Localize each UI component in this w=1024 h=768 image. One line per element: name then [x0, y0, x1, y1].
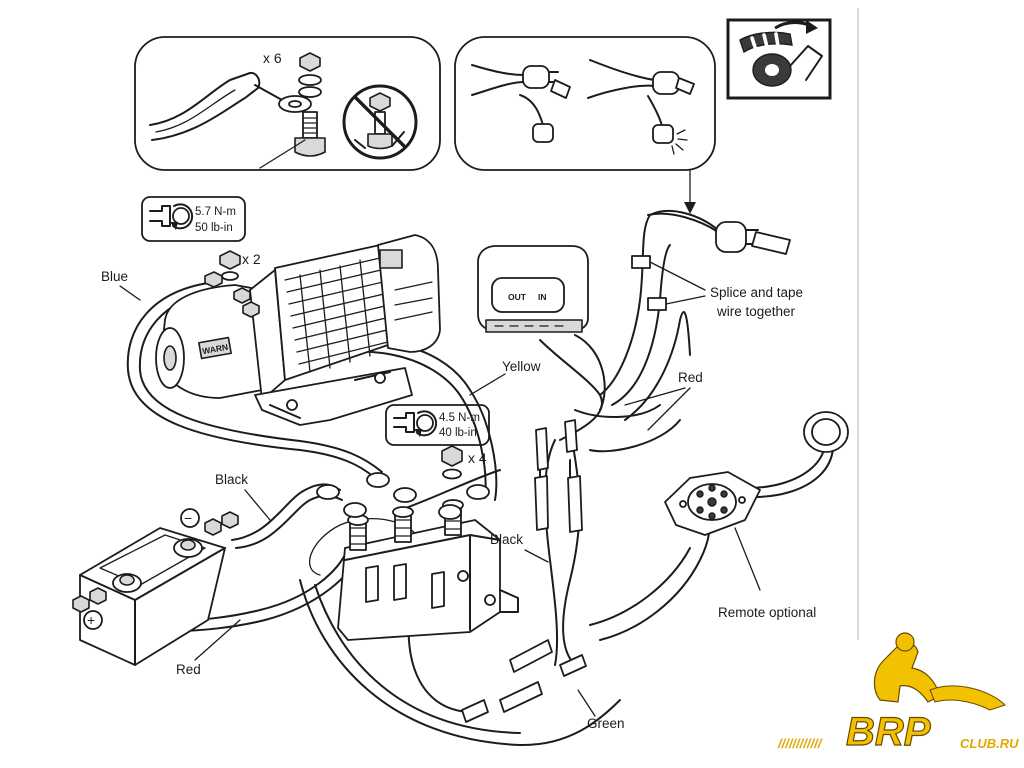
inline-connectors: [461, 419, 587, 723]
pointer-red-left: [194, 619, 241, 661]
label-red-left: Red: [176, 662, 201, 677]
pointer-yellow: [469, 373, 506, 396]
label-green: Green: [587, 716, 625, 731]
rocker-switch: OUT IN: [477, 245, 589, 333]
remote-pointer: [734, 527, 761, 591]
switch-in-label: IN: [538, 292, 547, 302]
winch-badge-text: WARN: [202, 342, 229, 356]
torque-top-nm: 5.7 N-m: [195, 206, 236, 218]
label-black-left: Black: [215, 472, 248, 487]
torque-middle-nm: 4.5 N-m: [439, 412, 480, 424]
tape-wrap-icon: [726, 18, 832, 100]
label-remote-optional: Remote optional: [718, 605, 816, 620]
torque-spec-top: 5.7 N-m 50 lb-in: [141, 196, 246, 242]
battery: − +: [72, 508, 239, 666]
pointer-black-left: [244, 489, 271, 521]
label-black-center: Black: [490, 532, 523, 547]
torque-wrench-icon: [149, 203, 194, 230]
solenoid-pack: [337, 499, 519, 641]
label-splice-line2: wire together: [716, 304, 796, 319]
label-blue: Blue: [101, 269, 128, 284]
splice-pointer: [649, 261, 706, 305]
splice-tape-2: [647, 297, 667, 311]
qty-x2-label: x 2: [242, 251, 261, 267]
torque-spec-middle: 4.5 N-m 40 lb-in: [385, 404, 490, 446]
label-splice-line1: Splice and tape: [710, 285, 803, 300]
rider-icon: [873, 632, 1006, 711]
nut-x2-icon: [219, 250, 241, 281]
winch: WARN: [155, 234, 441, 426]
watermark-suffix: CLUB.RU: [960, 736, 1019, 751]
pointer-blue: [119, 285, 141, 301]
nut-x4-icon: [441, 445, 463, 480]
key-switch: [647, 212, 791, 255]
inset-connector-plug: [454, 36, 716, 171]
battery-positive-symbol: +: [87, 612, 95, 628]
watermark-brand: BRP: [846, 710, 931, 754]
brp-club-watermark: //////////// BRP CLUB.RU: [777, 632, 1019, 755]
torque-middle-lbin: 40 lb-in: [439, 427, 477, 439]
inset-qty-label: x 6: [263, 50, 282, 66]
inset-pointer-arrow: [684, 202, 696, 214]
stud-icon: [294, 111, 326, 157]
inset-terminal-nut: x 6: [134, 36, 441, 171]
winch-badge: [198, 336, 232, 360]
battery-negative-symbol: −: [184, 510, 192, 526]
switch-out-label: OUT: [508, 292, 527, 302]
nut-stack-icon: [298, 52, 322, 98]
watermark-stripes: ////////////: [777, 736, 823, 751]
remote-socket: [664, 411, 849, 536]
splice-tape-1: [631, 255, 651, 269]
torque-top-lbin: 50 lb-in: [195, 222, 233, 234]
label-red-right: Red: [678, 370, 703, 385]
ring-terminals: [316, 472, 490, 520]
pointer-black-center: [524, 549, 549, 563]
pointer-red-right: [624, 387, 691, 431]
torque-wrench-icon: [393, 410, 438, 437]
prohibited-icon: [342, 84, 418, 160]
pointer-green: [577, 689, 596, 717]
wire-blue: [126, 281, 376, 479]
label-yellow: Yellow: [502, 359, 541, 374]
